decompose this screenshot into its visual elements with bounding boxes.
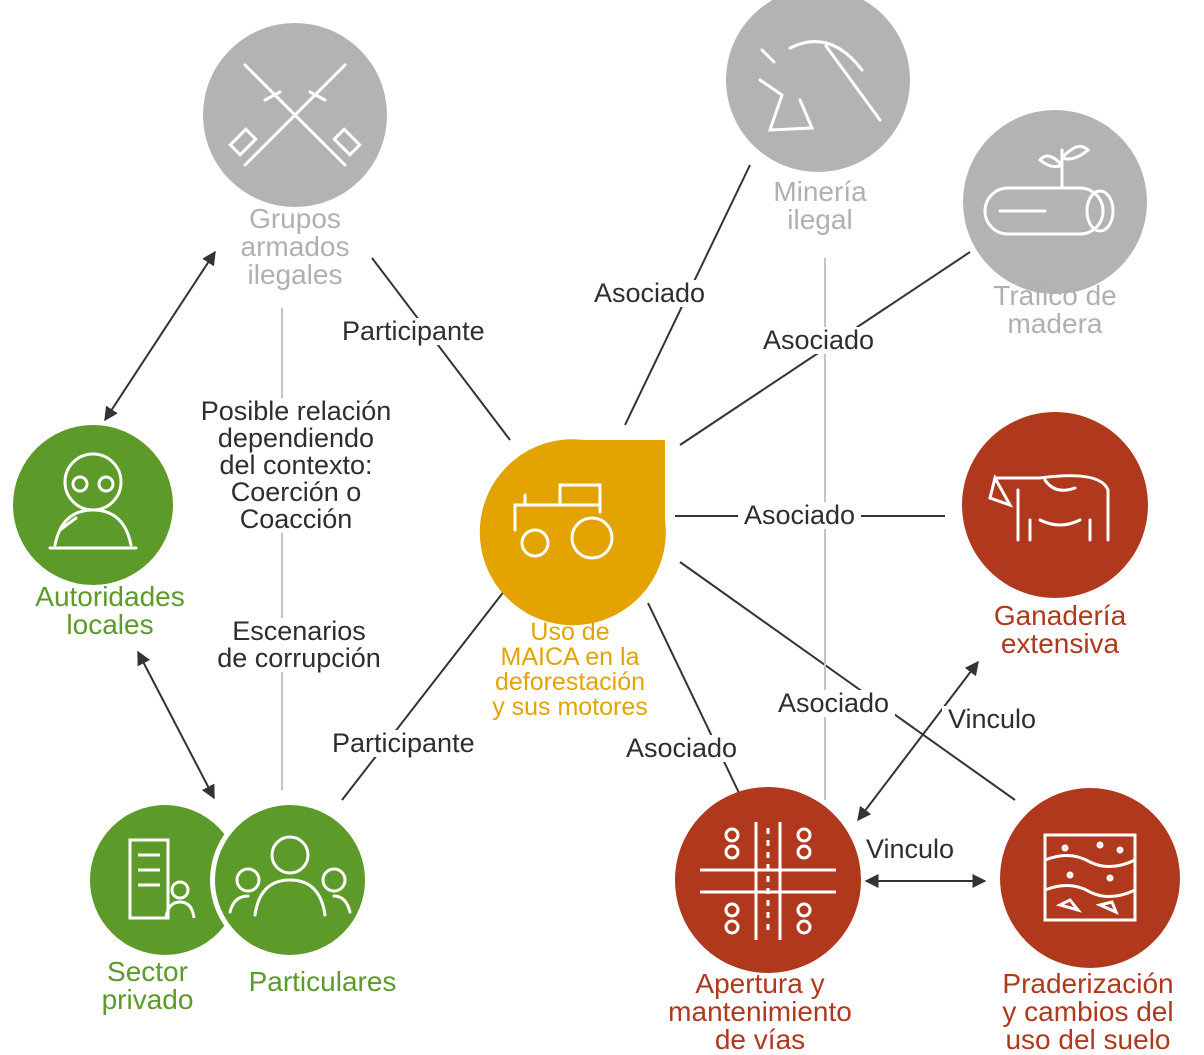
- edge-label-escenarios: Escenarios de corrupción: [188, 618, 410, 672]
- particulares-label: Particulares: [248, 966, 397, 997]
- people-group-icon: [228, 835, 352, 917]
- arrow-ganaderia-vias: [857, 660, 979, 822]
- line-grupos-maica: [371, 257, 511, 441]
- mineria-node: [726, 0, 910, 172]
- praderizacion-node: [1000, 788, 1180, 968]
- trafico-label: Tráfico de madera: [993, 280, 1117, 339]
- log-sprout-icon: [983, 144, 1115, 236]
- connectors: [341, 164, 1016, 801]
- edge-label-participante-bottom: Participante: [326, 730, 481, 757]
- edge-label-asociado-praderizacion: Asociado: [772, 690, 896, 717]
- edge-label-vinculo-praderizacion: Vinculo: [866, 834, 955, 864]
- pickaxe-icon: [758, 40, 882, 132]
- arrow-autoridades-sector: [137, 650, 215, 800]
- arrows: [104, 250, 987, 888]
- tractor-icon: [513, 483, 614, 560]
- apertura-node: [675, 787, 861, 973]
- grupos-node: [203, 23, 387, 207]
- cow-icon: [988, 473, 1110, 542]
- edge-label-participante-top: Participante: [336, 318, 491, 345]
- road-intersection-icon: [700, 822, 836, 940]
- maica-node: [479, 439, 666, 626]
- official-at-desk-icon: [48, 452, 138, 550]
- line-maica-particulares: [341, 589, 506, 801]
- edge-label-asociado-vias: Asociado: [620, 735, 744, 762]
- ganaderia-node: [962, 412, 1148, 598]
- ganaderia-label: Ganadería extensiva: [993, 600, 1127, 659]
- building-person-icon: [128, 838, 196, 920]
- mineria-label: Minería ilegal: [773, 176, 867, 235]
- edge-label-asociado-trafico: Asociado: [757, 327, 881, 354]
- line-maica-vias: [647, 602, 741, 796]
- soil-layers-icon: [1043, 833, 1137, 922]
- trafico-node: [963, 110, 1147, 294]
- praderizacion-label: Praderización y cambios del uso del suel…: [1002, 968, 1174, 1055]
- particulares-node: [210, 800, 370, 960]
- crossed-rifles-icon: [228, 63, 362, 167]
- grupos-label: Grupos armados ilegales: [240, 203, 350, 290]
- autoridades-node: [13, 425, 173, 585]
- sector-node: [90, 805, 240, 955]
- edge-label-posible-relacion: Posible relación dependiendo del context…: [182, 398, 410, 533]
- edge-label-asociado-mineria: Asociado: [588, 280, 712, 307]
- arrow-grupos-autoridades: [104, 250, 216, 422]
- sector-label: Sector privado: [101, 956, 194, 1015]
- maica-label: Uso de MAICA en la deforestación y sus m…: [492, 618, 648, 721]
- autoridades-label: Autoridades locales: [35, 581, 185, 640]
- edge-label-asociado-ganaderia: Asociado: [738, 502, 862, 529]
- apertura-label: Apertura y mantenimiento de vías: [668, 968, 852, 1055]
- edge-label-vinculo-ganaderia: Vinculo: [942, 706, 1043, 733]
